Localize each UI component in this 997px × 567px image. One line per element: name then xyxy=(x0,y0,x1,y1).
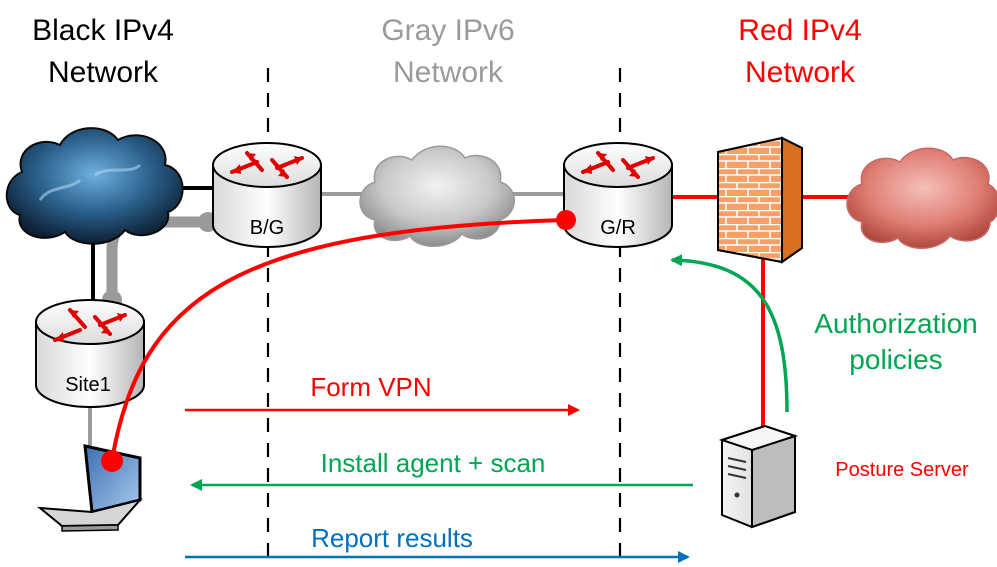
black-network-label-line1: Black IPv4 xyxy=(32,14,174,47)
authorization-label-line2: policies xyxy=(849,344,942,375)
vpn-endpoint-gr xyxy=(556,210,576,230)
gray-network-label-line2: Network xyxy=(393,56,504,89)
router-label-site1: Site1 xyxy=(65,374,111,396)
router-label-gr: G/R xyxy=(600,217,636,239)
vpn-tunnel-curve xyxy=(110,218,566,461)
cloud-icon-black xyxy=(5,127,184,245)
red-network-label-line2: Network xyxy=(745,56,856,89)
red-network-label-line1: Red IPv4 xyxy=(738,14,861,47)
install-agent-label: Install agent + scan xyxy=(321,448,546,478)
report-results-label: Report results xyxy=(311,523,473,553)
cloud-icon-gray xyxy=(359,145,515,247)
vpn-endpoint-laptop xyxy=(101,450,123,472)
authorization-label-line1: Authorization xyxy=(814,308,977,339)
router-label-bg: B/G xyxy=(250,217,284,239)
laptop-icon[interactable] xyxy=(36,444,143,532)
firewall-icon xyxy=(717,136,803,264)
server-icon xyxy=(718,424,799,529)
black-network-label-line2: Network xyxy=(48,56,159,89)
form-vpn-label: Form VPN xyxy=(310,372,431,402)
posture-server-label: Posture Server xyxy=(835,459,969,481)
gray-network-label-line1: Gray IPv6 xyxy=(381,14,514,47)
router-icon-site1[interactable] xyxy=(35,299,145,408)
cloud-icon-red xyxy=(846,147,997,249)
gray-tunnel-path xyxy=(106,216,211,306)
router-icon-bg[interactable] xyxy=(212,142,322,248)
authorization-arrow xyxy=(670,254,789,413)
router-icon-gr[interactable] xyxy=(563,142,673,248)
